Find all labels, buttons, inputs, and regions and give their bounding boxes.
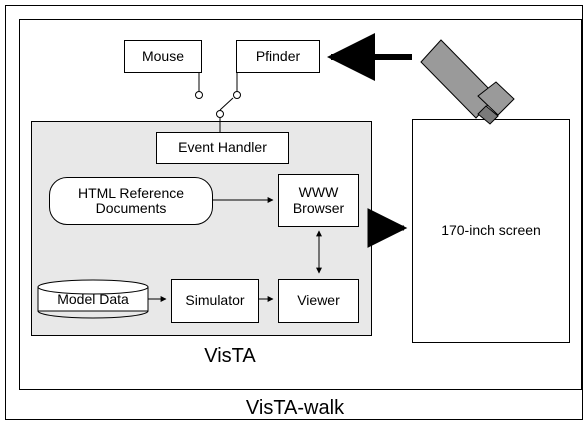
model-data-cylinder xyxy=(37,279,149,319)
www-browser-label: WWW Browser xyxy=(292,184,345,216)
mouse-box: Mouse xyxy=(124,40,202,73)
screen-label: 170-inch screen xyxy=(441,222,541,239)
pfinder-label: Pfinder xyxy=(255,47,301,64)
vista-walk-caption: VisTA-walk xyxy=(245,397,345,419)
vista-caption: VisTA xyxy=(204,345,256,367)
switch-icon xyxy=(195,73,241,132)
pfinder-box: Pfinder xyxy=(236,40,320,73)
www-browser-box: WWW Browser xyxy=(278,174,359,227)
model-data-label: Model Data xyxy=(57,291,129,307)
html-reference-documents-label: HTML Reference Documents xyxy=(77,184,185,216)
viewer-box: Viewer xyxy=(278,279,359,323)
event-handler-label: Event Handler xyxy=(178,139,267,156)
event-handler-box: Event Handler xyxy=(156,132,289,164)
viewer-label: Viewer xyxy=(297,292,340,309)
html-reference-documents-box: HTML Reference Documents xyxy=(49,177,213,225)
camera-icon xyxy=(420,39,515,125)
simulator-label: Simulator xyxy=(185,292,245,309)
simulator-box: Simulator xyxy=(171,279,259,323)
screen-box: 170-inch screen xyxy=(412,119,570,343)
mouse-label: Mouse xyxy=(141,47,185,64)
